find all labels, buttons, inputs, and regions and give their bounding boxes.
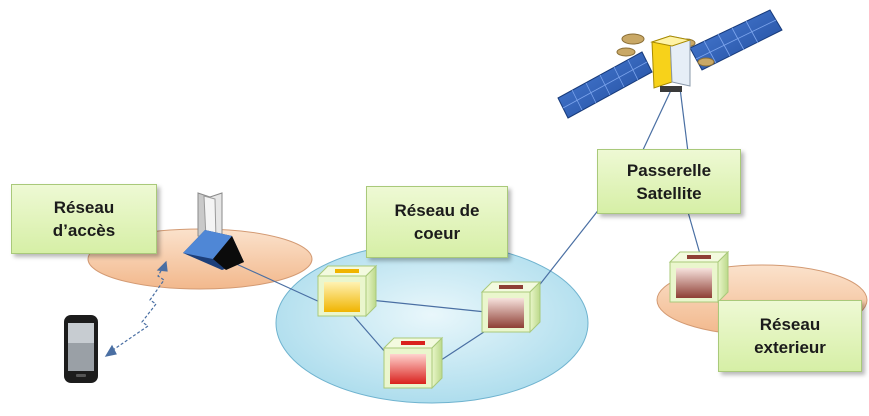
base-station-icon <box>183 192 244 270</box>
link-station-core <box>231 261 323 304</box>
satellite-gateway-label: Passerelle Satellite <box>597 149 741 214</box>
router-node-icon <box>382 336 444 390</box>
core-network-label: Réseau de coeur <box>366 186 508 258</box>
router-node-icon <box>316 264 378 318</box>
network-links <box>231 87 701 367</box>
wireless-link <box>104 260 168 357</box>
link-core-gateway <box>529 207 601 298</box>
satellite-icon <box>557 9 783 119</box>
router-node-icon <box>480 280 542 334</box>
link-core-yellow-brown <box>369 299 487 313</box>
external-network-label: Réseau exterieur <box>718 300 862 372</box>
link-gateway-satellite <box>641 87 673 153</box>
phone-icon <box>64 315 98 383</box>
link-gateway-external <box>687 211 701 255</box>
router-node-icon <box>668 250 730 304</box>
access-network-label: Réseau d’accès <box>11 184 157 254</box>
link-satellite-gateway-2 <box>679 87 689 153</box>
